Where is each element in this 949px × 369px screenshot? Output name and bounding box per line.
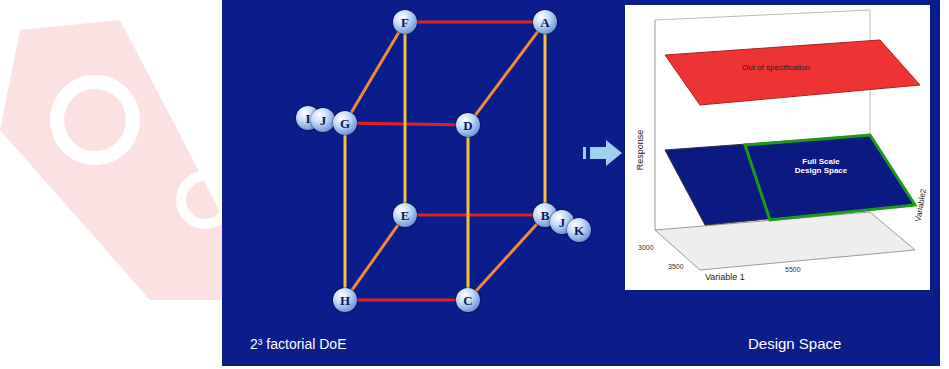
point-letter: B <box>541 209 550 222</box>
point-circle: A <box>533 10 557 34</box>
blue-panel <box>222 0 940 366</box>
region-label: Full Scale Design Space <box>790 158 852 176</box>
tick-label: 3000 <box>638 244 654 252</box>
cube-edge <box>544 34 547 203</box>
point-letter: D <box>463 119 472 132</box>
point-letter: A <box>540 16 549 29</box>
plane-label: Out of specification <box>742 64 810 73</box>
point-circle: E <box>393 203 417 227</box>
point-letter: E <box>401 209 410 222</box>
axis-title: Variable 1 <box>705 273 745 283</box>
design-space-outline <box>745 135 915 220</box>
point-letter: C <box>463 294 472 307</box>
tick-label: 5500 <box>785 266 801 274</box>
spec-plane <box>665 40 920 105</box>
caption-text: Design Space <box>748 336 841 353</box>
point-circle: G <box>333 111 357 135</box>
point-circle: F <box>393 10 417 34</box>
point-letter: K <box>574 224 584 237</box>
arrow-bar <box>583 147 586 159</box>
cube-edge <box>475 32 538 116</box>
cube-edge <box>352 225 398 290</box>
point-circle: K <box>567 218 591 242</box>
point-letter: F <box>401 16 409 29</box>
cube-edge <box>467 137 470 288</box>
point-circle: H <box>333 288 357 312</box>
point-letter: H <box>340 294 350 307</box>
axis-line <box>655 20 656 230</box>
point-letter: I <box>305 112 310 125</box>
watermark-tag <box>0 20 240 300</box>
axis-line <box>655 10 870 20</box>
point-circle: C <box>456 288 480 312</box>
response-plane <box>665 135 915 225</box>
plot-floor <box>655 212 915 270</box>
point-letter: J <box>320 114 327 127</box>
point-circle: J <box>311 108 335 132</box>
axis-title: Response <box>636 130 646 171</box>
caption-text: 2³ factorial DoE <box>250 337 346 352</box>
watermark-gear <box>181 176 229 224</box>
cube-edge <box>344 135 347 288</box>
tick-label: 3500 <box>668 263 684 271</box>
cube-edge <box>351 32 399 112</box>
watermark-gear <box>57 82 133 158</box>
block-arrow <box>590 140 622 166</box>
point-letter: G <box>340 117 350 130</box>
cube-edge <box>357 299 456 302</box>
cube-edge <box>417 21 533 24</box>
cube-edge <box>404 34 407 203</box>
point-letter: J <box>559 216 566 229</box>
point-circle: D <box>456 113 480 137</box>
cube-edge <box>476 224 537 291</box>
plot-area <box>625 5 930 290</box>
cube-edge <box>417 214 533 217</box>
